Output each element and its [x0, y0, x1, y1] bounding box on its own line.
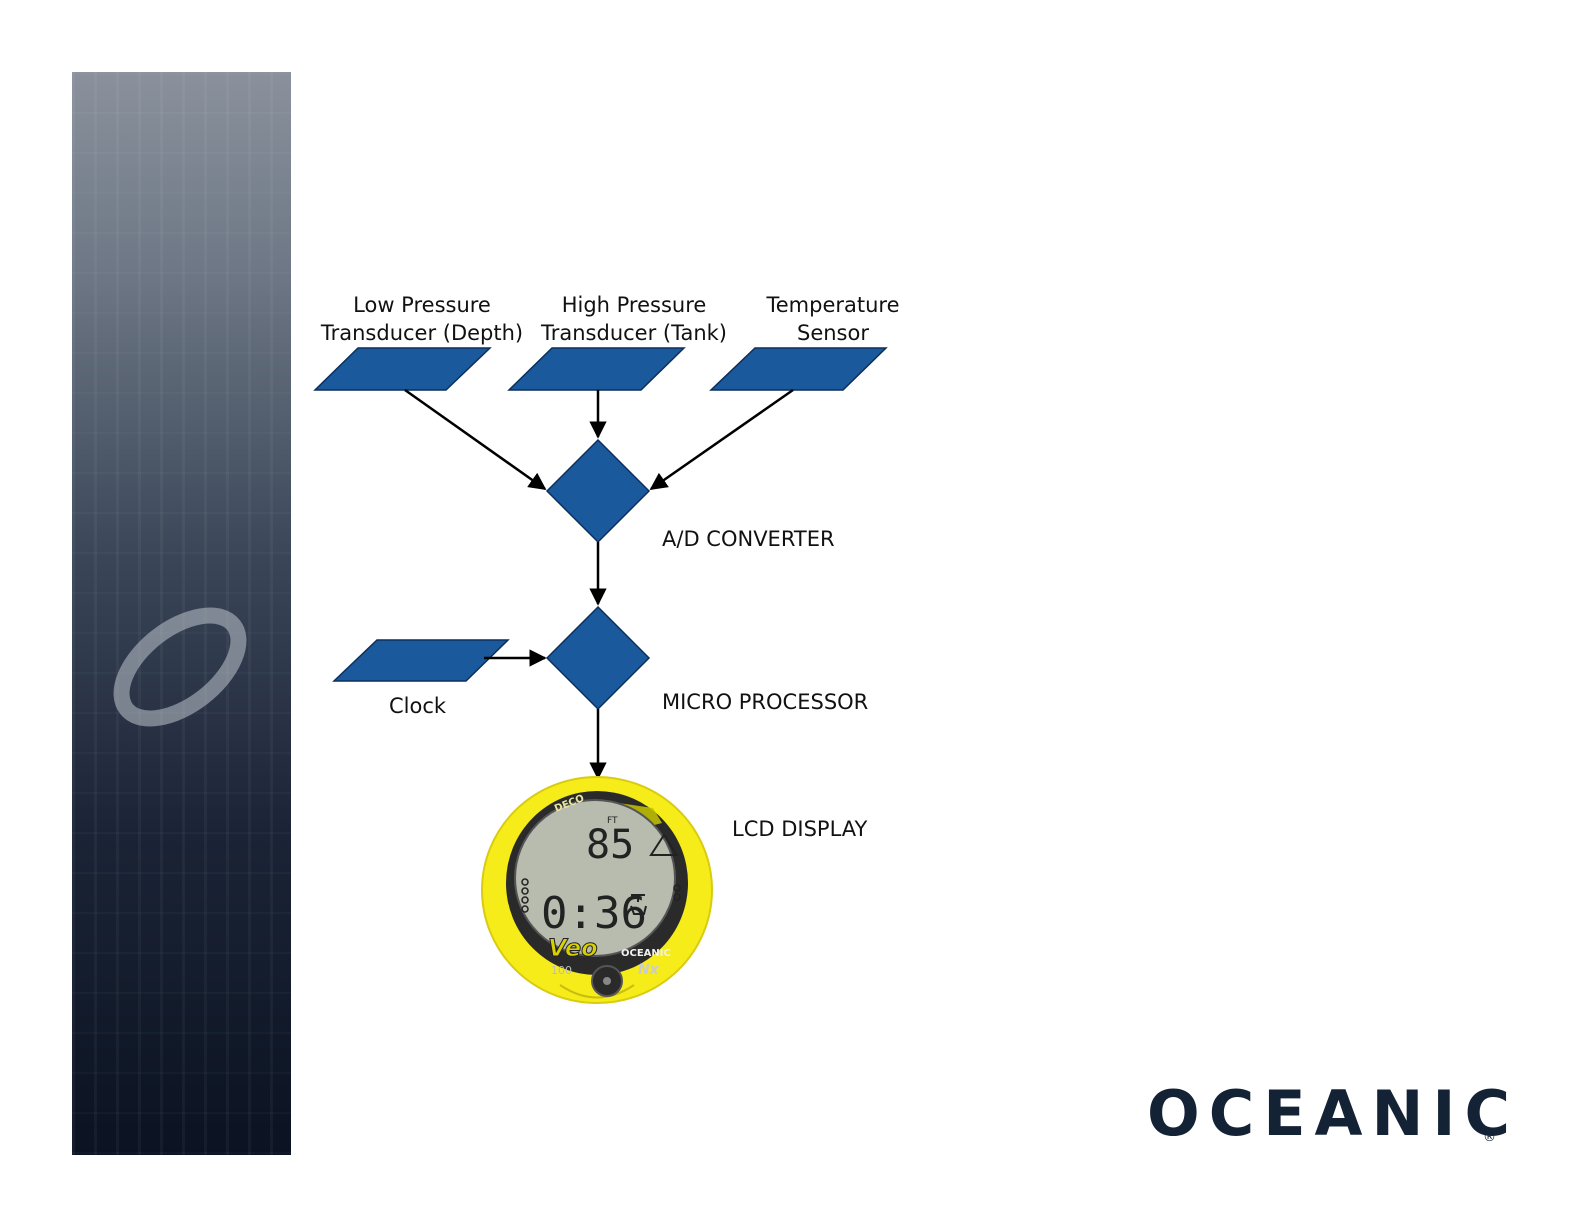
lcd-variant: Nx	[638, 962, 660, 978]
label-temperature-line2: Sensor	[766, 319, 899, 347]
lcd-model-number: 100	[551, 964, 572, 977]
lcd-model: Veo	[548, 934, 598, 962]
lcd-brand: OCEANIC	[621, 948, 671, 959]
label-temperature-line1: Temperature	[766, 291, 899, 319]
label-clock: Clock	[389, 692, 446, 720]
label-high-pressure-line1: High Pressure	[541, 291, 727, 319]
label-micro-processor: MICRO PROCESSOR	[662, 688, 868, 716]
label-low-pressure-line1: Low Pressure	[321, 291, 523, 319]
input-shape-clock	[334, 640, 508, 681]
label-low-pressure-transducer: Low Pressure Transducer (Depth)	[321, 291, 523, 347]
oceanic-logo: OCEANIC	[1147, 1083, 1519, 1145]
ad-converter-diamond	[547, 440, 649, 542]
label-lcd-display: LCD DISPLAY	[732, 815, 867, 843]
label-high-pressure-line2: Transducer (Tank)	[541, 319, 727, 347]
input-shape-temperature	[711, 348, 886, 390]
arrow-low-pressure-to-ad	[405, 390, 545, 489]
label-temperature-sensor: Temperature Sensor	[766, 291, 899, 347]
lcd-depth: 85	[586, 822, 634, 868]
input-shape-low-pressure	[315, 348, 490, 390]
input-shape-high-pressure	[509, 348, 684, 390]
label-low-pressure-line2: Transducer (Depth)	[321, 319, 523, 347]
label-high-pressure-transducer: High Pressure Transducer (Tank)	[541, 291, 727, 347]
arrow-temperature-to-ad	[651, 390, 793, 489]
micro-processor-diamond	[547, 607, 649, 709]
registered-mark: ®	[1483, 1130, 1496, 1145]
lcd-device: DECO FT 85 0:36 Veo 100 OCEANIC Nx	[482, 777, 712, 1003]
label-ad-converter: A/D CONVERTER	[662, 525, 835, 553]
